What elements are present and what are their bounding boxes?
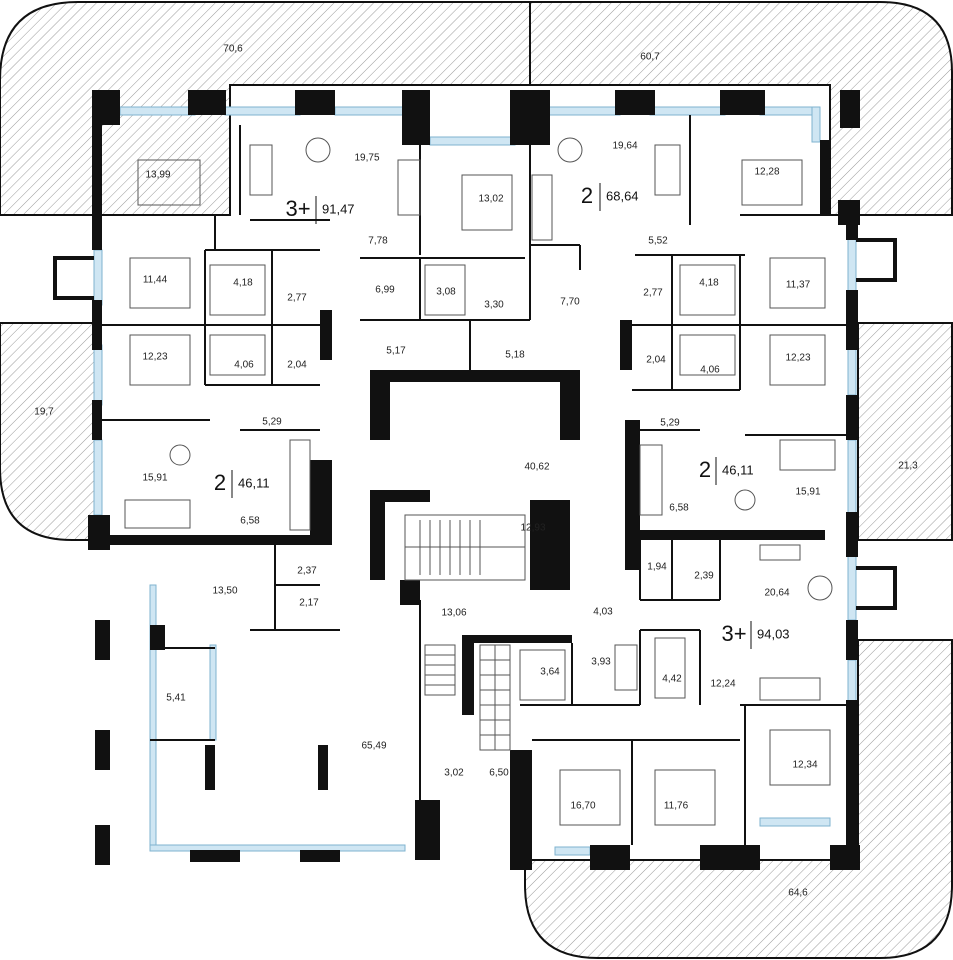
room-area-label: 4,06 bbox=[234, 360, 254, 371]
room-area-label: 5,18 bbox=[505, 350, 525, 361]
balconies bbox=[53, 238, 897, 610]
apartment-rooms: 2 bbox=[581, 183, 593, 208]
room-area-label: 6,99 bbox=[375, 285, 395, 296]
apartment-total-area: 94,03 bbox=[757, 626, 790, 641]
room-area-label: 6,58 bbox=[669, 503, 689, 514]
terrace-left[interactable] bbox=[0, 322, 99, 541]
room-area-label: 2,77 bbox=[287, 293, 307, 304]
terrace-area-label: 19,7 bbox=[34, 407, 54, 418]
room-area-label: 4,18 bbox=[699, 278, 719, 289]
room-area-label: 2,37 bbox=[297, 566, 317, 577]
windows bbox=[93, 106, 857, 856]
exterior-walls bbox=[88, 90, 860, 870]
room-area-label: 2,17 bbox=[299, 598, 319, 609]
room-area-label: 12,24 bbox=[710, 679, 735, 690]
interior-walls bbox=[102, 115, 848, 845]
room-area-label: 11,76 bbox=[664, 801, 689, 812]
room-area-label: 3,08 bbox=[436, 287, 456, 298]
terrace-labels: 70,6 60,7 19,7 21,3 64,6 bbox=[34, 44, 918, 899]
apartment-total-area: 68,64 bbox=[606, 188, 639, 203]
apartment-label[interactable]: 2 46,11 bbox=[214, 470, 270, 498]
room-area-label: 7,78 bbox=[368, 236, 388, 247]
room-area-label: 16,70 bbox=[570, 801, 595, 812]
room-area-label: 11,37 bbox=[786, 280, 811, 291]
room-area-label: 13,50 bbox=[212, 586, 237, 597]
room-area-label: 5,17 bbox=[386, 346, 406, 357]
apartment-label[interactable]: 3+ 94,03 bbox=[721, 621, 790, 649]
room-area-label: 4,06 bbox=[700, 365, 720, 376]
apartment-rooms: 2 bbox=[214, 470, 226, 495]
terrace-top-right[interactable] bbox=[529, 1, 953, 216]
apartment-rooms: 2 bbox=[699, 457, 711, 482]
room-area-label: 2,04 bbox=[646, 355, 666, 366]
apartment-total-area: 91,47 bbox=[322, 201, 355, 216]
room-area-label: 12,34 bbox=[792, 760, 817, 771]
terrace-bottom-right[interactable] bbox=[524, 639, 953, 959]
apartment-rooms: 3+ bbox=[285, 196, 310, 221]
room-area-label: 5,52 bbox=[648, 236, 668, 247]
room-area-label: 3,02 bbox=[444, 768, 464, 779]
room-area-label: 3,64 bbox=[540, 667, 560, 678]
room-area-label: 3,93 bbox=[591, 657, 611, 668]
room-area-label: 13,02 bbox=[478, 194, 503, 205]
apartment-rooms: 3+ bbox=[721, 621, 746, 646]
room-area-label: 2,04 bbox=[287, 360, 307, 371]
terrace-area-label: 21,3 bbox=[898, 461, 918, 472]
room-area-label: 20,64 bbox=[764, 588, 789, 599]
terrace-right[interactable] bbox=[857, 322, 953, 541]
room-area-label: 5,29 bbox=[660, 418, 680, 429]
room-area-label: 6,58 bbox=[240, 516, 260, 527]
room-area-label: 4,42 bbox=[662, 674, 682, 685]
room-area-label: 12,23 bbox=[785, 353, 810, 364]
room-area-label: 12,28 bbox=[754, 167, 779, 178]
room-area-label: 12,23 bbox=[142, 352, 167, 363]
apartment-label[interactable]: 2 68,64 bbox=[581, 183, 639, 211]
terrace-area-label: 60,7 bbox=[640, 52, 660, 63]
room-area-label: 2,77 bbox=[643, 288, 663, 299]
terrace-area-label: 64,6 bbox=[788, 888, 808, 899]
room-area-label: 11,44 bbox=[143, 275, 168, 286]
terrace-area-label: 70,6 bbox=[223, 44, 243, 55]
room-area-label: 4,03 bbox=[593, 607, 613, 618]
room-area-labels: 13,99 19,75 13,02 7,78 11,44 4,18 2,77 6… bbox=[142, 141, 820, 812]
apartment-labels: 3+ 91,47 2 68,64 2 46,11 2 46,11 3+ 94,0… bbox=[214, 183, 790, 649]
furniture bbox=[124, 137, 836, 826]
room-area-label: 1,94 bbox=[647, 562, 667, 573]
room-area-label: 5,41 bbox=[166, 693, 186, 704]
room-area-label: 4,18 bbox=[233, 278, 253, 289]
apartment-label[interactable]: 2 46,11 bbox=[699, 457, 754, 485]
room-area-label: 15,91 bbox=[142, 473, 167, 484]
apartment-label[interactable]: 3+ 91,47 bbox=[285, 196, 355, 224]
room-area-label: 13,06 bbox=[441, 608, 466, 619]
room-area-label: 12,93 bbox=[520, 523, 545, 534]
room-area-label: 6,50 bbox=[489, 768, 509, 779]
room-area-label: 13,99 bbox=[145, 170, 170, 181]
room-area-label: 7,70 bbox=[560, 297, 580, 308]
room-area-label: 2,39 bbox=[694, 571, 714, 582]
room-area-label: 19,64 bbox=[612, 141, 637, 152]
room-area-label: 15,91 bbox=[795, 487, 820, 498]
room-area-label: 5,29 bbox=[262, 417, 282, 428]
stairs bbox=[404, 514, 526, 751]
apartment-total-area: 46,11 bbox=[238, 475, 270, 490]
room-area-label: 19,75 bbox=[354, 153, 379, 164]
room-area-label: 3,30 bbox=[484, 300, 504, 311]
room-area-label: 65,49 bbox=[361, 741, 386, 752]
apartment-total-area: 46,11 bbox=[722, 462, 754, 477]
room-area-label: 40,62 bbox=[524, 462, 549, 473]
